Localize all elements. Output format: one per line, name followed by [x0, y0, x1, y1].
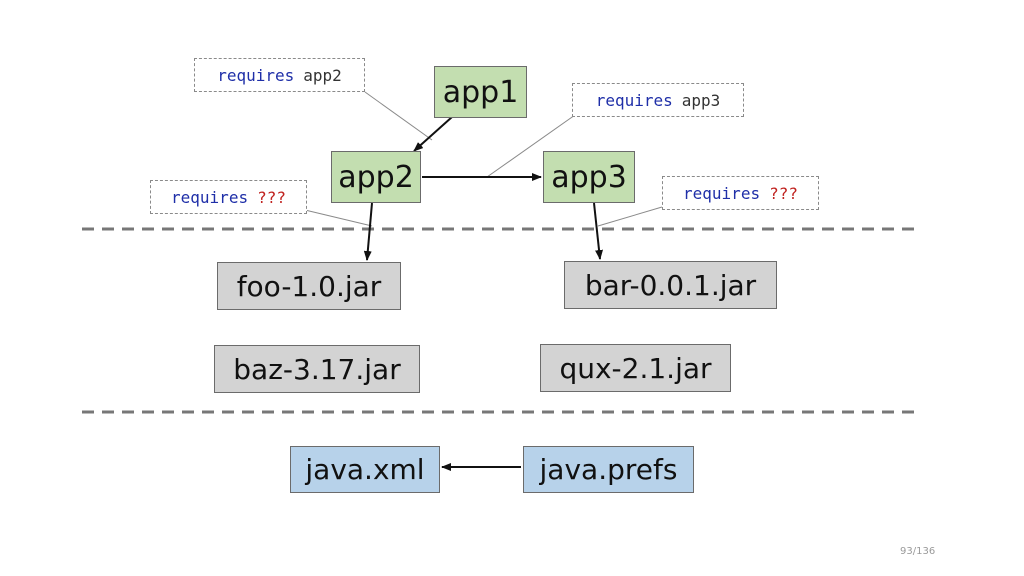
note-app2-requires-app3: requires app3: [572, 83, 744, 117]
module-java-prefs: java.prefs: [523, 446, 694, 493]
module-java-xml: java.xml: [290, 446, 440, 493]
note-leader-app2: [304, 209, 373, 227]
note-keyword: requires: [683, 183, 761, 203]
note-app3-requires-unknown: requires???: [662, 176, 819, 210]
note-target-unknown: ???: [257, 187, 286, 207]
jar-qux: qux-2.1.jar: [540, 344, 731, 392]
note-app2-requires-unknown: requires???: [150, 180, 307, 214]
jar-bar: bar-0.0.1.jar: [564, 261, 777, 309]
note-keyword: requires: [595, 90, 673, 110]
edge-app3-to-bar: [593, 202, 604, 260]
module-app2: app2: [331, 151, 421, 203]
jar-foo: foo-1.0.jar: [217, 262, 401, 310]
note-keyword: requires: [217, 65, 295, 85]
module-app3: app3: [543, 151, 635, 203]
jar-baz: baz-3.17.jar: [214, 345, 420, 393]
page-number: 93/136: [900, 546, 936, 557]
edge-app2-to-foo: [363, 202, 373, 261]
module-app1: app1: [434, 66, 527, 118]
edge-app1-to-app2: [413, 116, 453, 152]
note-app1-requires: requires app2: [194, 58, 365, 92]
note-keyword: requires: [171, 187, 249, 207]
note-leader-app1: [364, 91, 433, 141]
note-target-unknown: ???: [769, 183, 798, 203]
note-target: app3: [681, 90, 721, 110]
note-leader-app3: [486, 114, 576, 178]
note-target: app2: [303, 65, 342, 85]
note-leader-app3-jar: [597, 206, 663, 227]
